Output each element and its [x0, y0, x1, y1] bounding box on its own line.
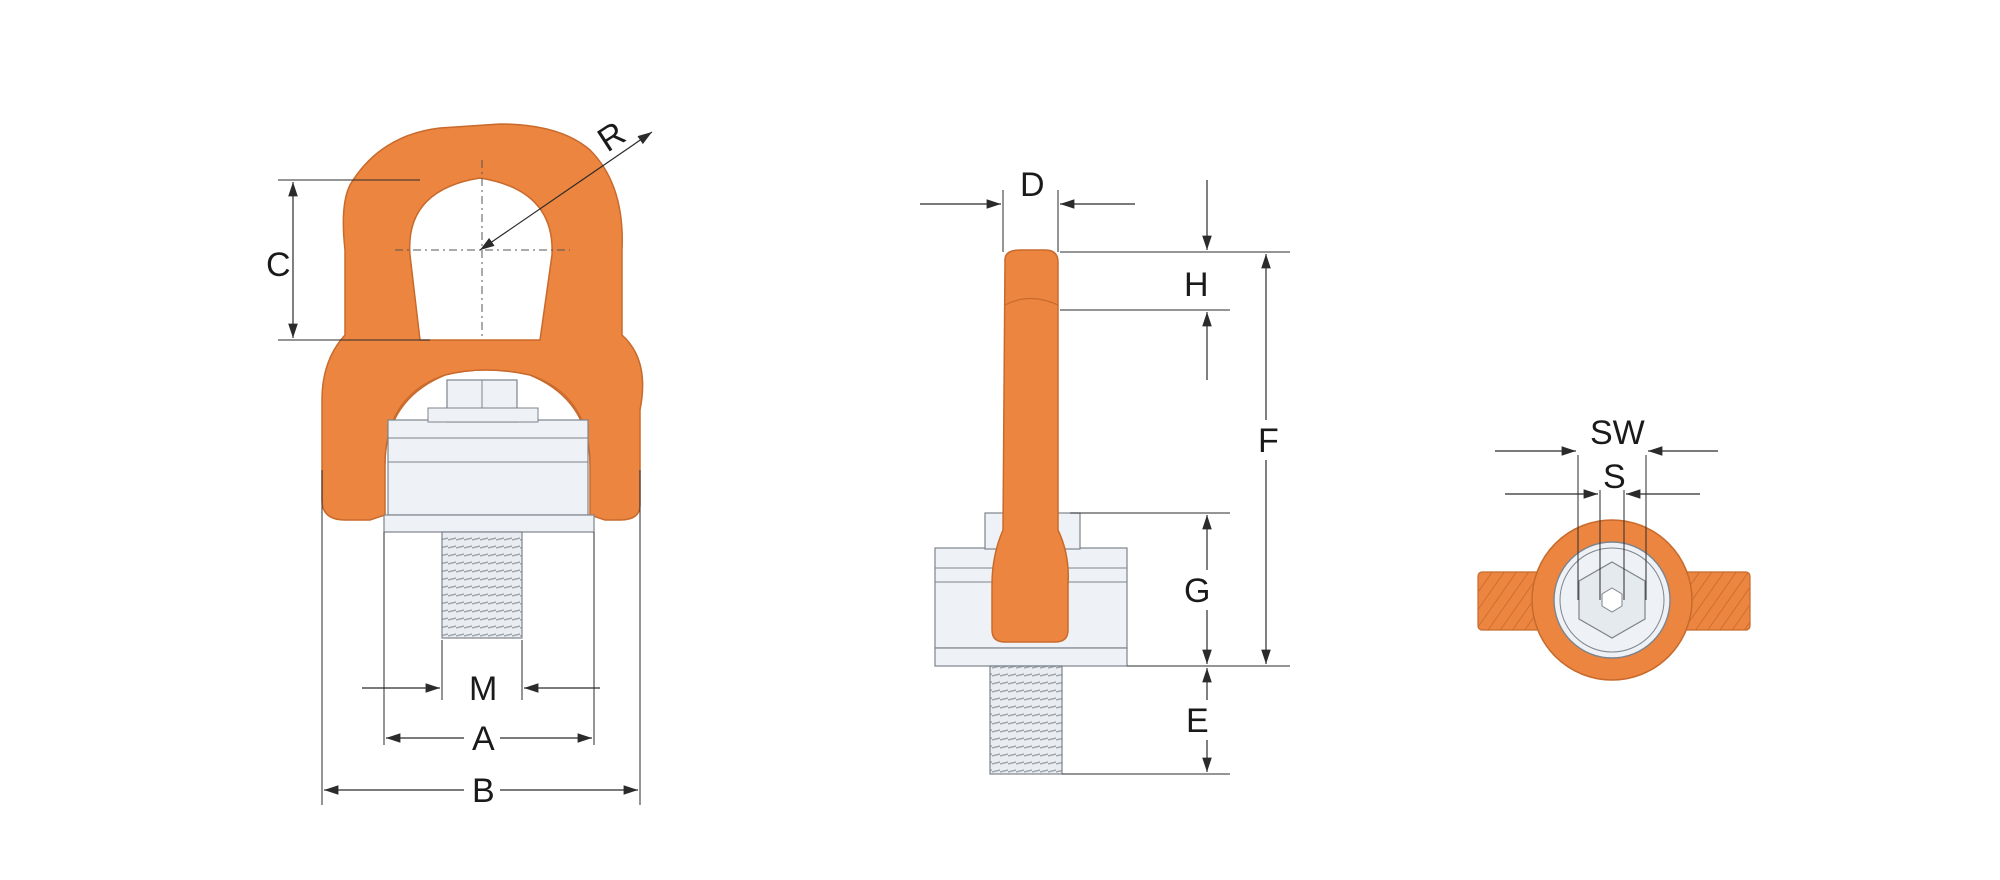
swivel-housing	[387, 419, 589, 516]
label-B: B	[472, 772, 495, 810]
top-view: SW S	[1477, 414, 1751, 681]
side-view: D H F G E	[920, 166, 1290, 775]
label-R: R	[591, 114, 632, 159]
label-F: F	[1258, 422, 1279, 460]
base-washer	[383, 514, 595, 533]
label-D: D	[1020, 166, 1045, 204]
label-A: A	[472, 720, 495, 758]
label-C: C	[266, 246, 291, 284]
label-M: M	[469, 670, 497, 708]
front-view: R C M A B	[262, 114, 653, 810]
label-G: G	[1184, 572, 1210, 610]
label-S: S	[1603, 458, 1626, 496]
ring-eye-hole	[408, 177, 553, 341]
dim-R-line	[479, 131, 653, 251]
label-SW: SW	[1590, 414, 1645, 452]
ring-inner-arch	[384, 369, 591, 466]
threaded-bolt	[441, 531, 523, 639]
hex-socket	[1601, 587, 1623, 613]
label-H: H	[1184, 266, 1209, 304]
side-threaded-bolt	[989, 665, 1063, 775]
label-E: E	[1186, 702, 1209, 740]
side-shackle-bar	[991, 249, 1070, 643]
